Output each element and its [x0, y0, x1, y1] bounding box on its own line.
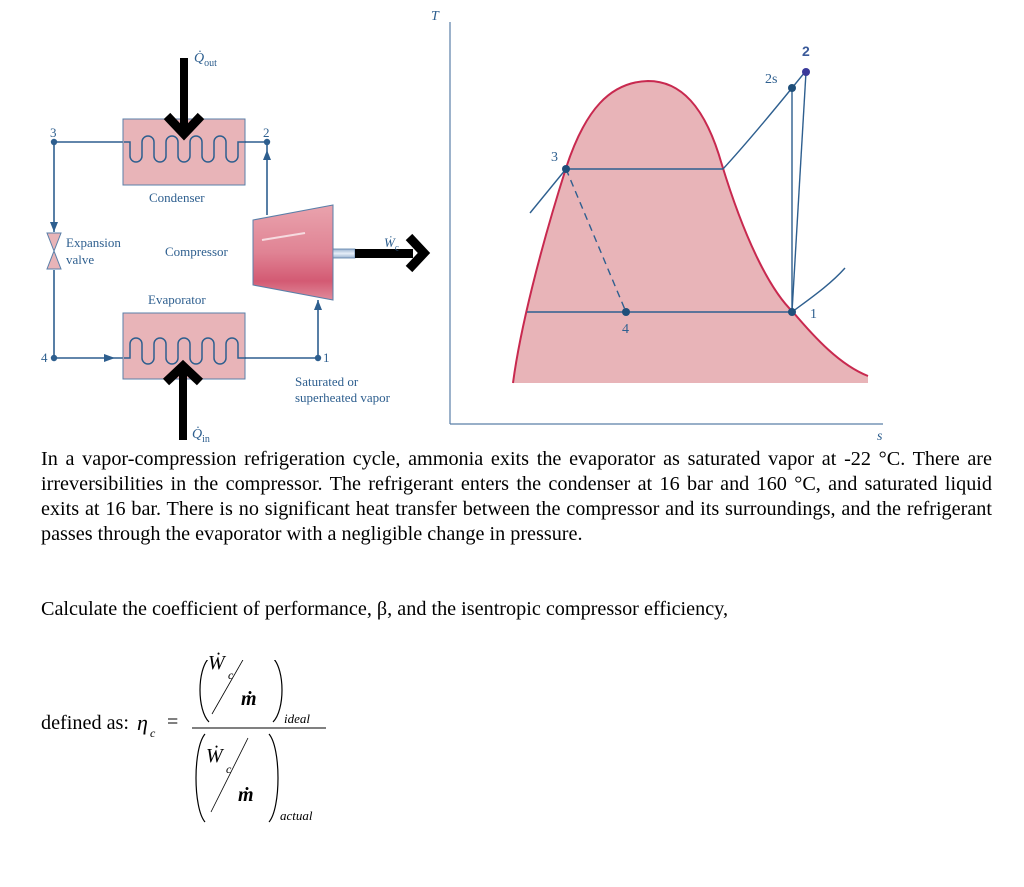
- condenser-label: Condenser: [149, 190, 205, 205]
- equals-sign: =: [167, 711, 179, 733]
- ts-diagram: [449, 22, 883, 425]
- flow-arrows: [50, 150, 322, 362]
- eta-subscript: c: [150, 726, 156, 740]
- ts-point-3: [562, 165, 570, 173]
- ts-point-4-label: 4: [622, 322, 629, 337]
- efficiency-formula: defined as: η c = Ẇ c ṁ ideal Ẇ c ṁ actu…: [41, 652, 461, 850]
- state-note-line1: Saturated or: [295, 374, 359, 389]
- ts-point-3-label: 3: [551, 150, 558, 165]
- denominator-subscript-actual: actual: [280, 808, 313, 823]
- w-c-arrow: [355, 233, 431, 273]
- w-c-label: Ẇc: [384, 235, 399, 253]
- figure-graphics: [46, 22, 883, 440]
- state-note-line2: superheated vapor: [295, 390, 390, 405]
- compressor: [252, 204, 356, 301]
- q-out-label: Q̇out: [194, 51, 217, 69]
- ts-point-2-label: 2: [802, 43, 810, 59]
- q-in-label: Q̇in: [192, 427, 210, 445]
- refrigeration-cycle-figure: Q̇out Q̇in Ẇc Condenser Evaporator Compr…: [41, 9, 883, 445]
- ts-point-1: [788, 308, 796, 316]
- numerator-w-subscript: c: [228, 668, 234, 682]
- evaporator-label: Evaporator: [148, 292, 206, 307]
- schematic-point-4-label: 4: [41, 350, 48, 365]
- numerator-m: ṁ: [241, 688, 257, 710]
- compressor-label: Compressor: [165, 244, 228, 259]
- ts-point-4: [622, 308, 630, 316]
- calculate-instruction: Calculate the coefficient of performance…: [41, 598, 729, 620]
- expansion-valve-label-line2: valve: [66, 252, 95, 267]
- schematic-point-3-label: 3: [50, 125, 57, 140]
- defined-as-label: defined as:: [41, 712, 130, 734]
- denominator-m: ṁ: [238, 784, 254, 806]
- ts-point-2: [802, 68, 810, 76]
- ts-axis-x-label: s: [877, 429, 883, 444]
- expansion-valve-label-line1: Expansion: [66, 235, 121, 250]
- ts-point-2s: [788, 84, 796, 92]
- denominator-w-subscript: c: [226, 762, 232, 776]
- problem-statement: In a vapor-compression refrigeration cyc…: [41, 447, 992, 547]
- ts-point-1-label: 1: [810, 307, 817, 322]
- q-out-arrow: [163, 58, 205, 141]
- numerator-subscript-ideal: ideal: [284, 711, 310, 726]
- denominator-w: Ẇ: [206, 745, 223, 767]
- expansion-valve: [46, 232, 62, 270]
- numerator-w: Ẇ: [208, 652, 225, 674]
- schematic-point-1-label: 1: [323, 350, 330, 365]
- schematic: [53, 141, 319, 359]
- problem-paragraph: In a vapor-compression refrigeration cyc…: [41, 448, 992, 545]
- state-points-schematic: [50, 138, 322, 362]
- ts-axis-y-label: T: [431, 9, 439, 24]
- evaporator: [122, 312, 246, 380]
- eta-symbol: η: [137, 710, 148, 735]
- ts-point-2s-label: 2s: [765, 72, 778, 87]
- formula-graphics: [192, 660, 326, 823]
- schematic-point-2-label: 2: [263, 125, 270, 140]
- q-in-arrow: [162, 359, 204, 440]
- condenser: [122, 118, 246, 186]
